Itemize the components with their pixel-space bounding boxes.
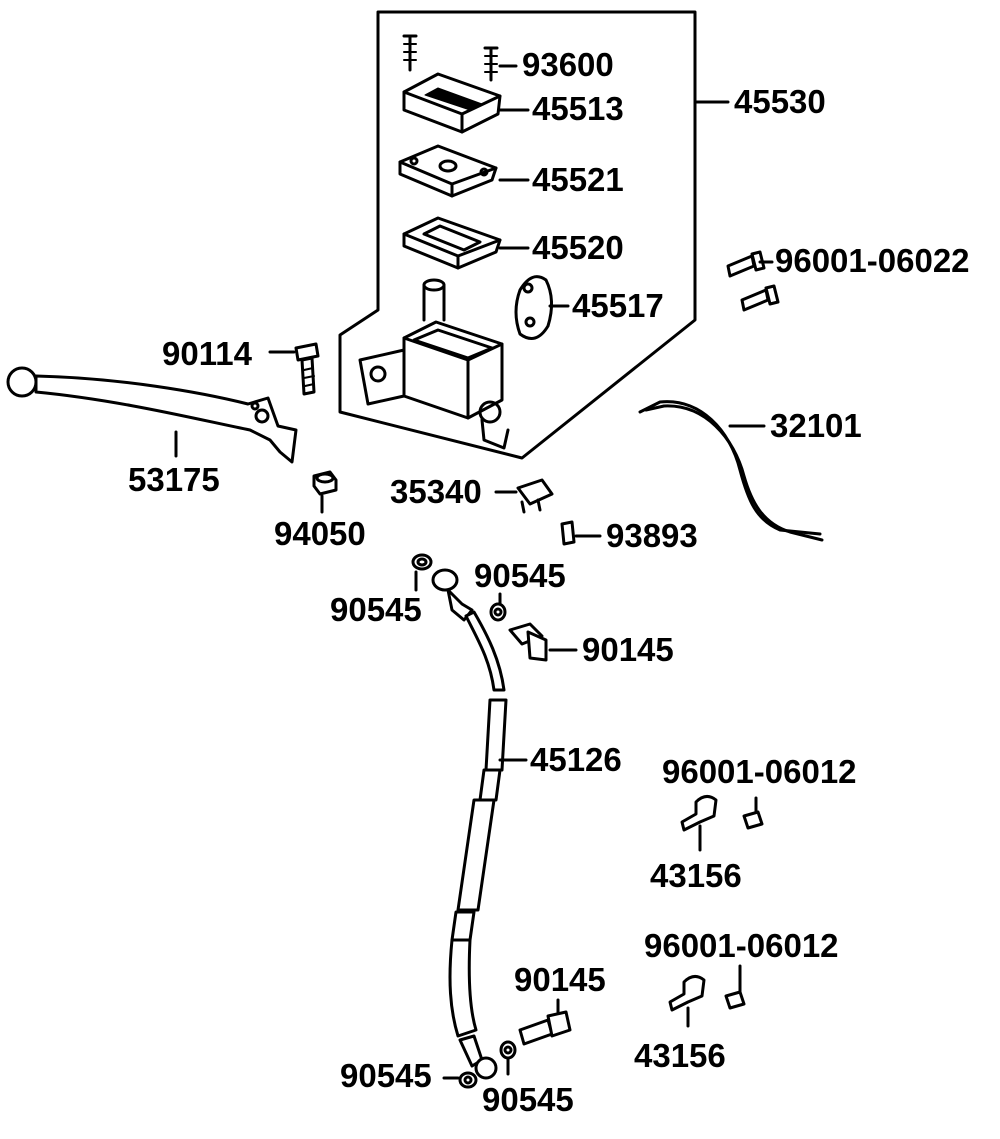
callout-35340: 35340 <box>390 473 482 510</box>
master-cylinder-body <box>358 278 510 450</box>
stop-switch-35340 <box>516 478 554 514</box>
callout-32101: 32101 <box>770 407 862 444</box>
pivot-bolt-90114 <box>294 342 320 396</box>
diaphragm <box>402 216 502 270</box>
screw-93893 <box>560 520 576 546</box>
brake-hose-45126 <box>431 568 508 1080</box>
callout-45530: 45530 <box>734 83 826 120</box>
callout-45517: 45517 <box>572 287 664 324</box>
banjo-bolt-90145-lower <box>518 1010 572 1046</box>
reservoir-cover <box>402 72 502 134</box>
callout-96001-06022: 96001-06022 <box>775 242 970 279</box>
washer-90545-upper <box>411 553 507 622</box>
callout-43156-lower: 43156 <box>634 1037 726 1074</box>
callout-90145-upper: 90145 <box>582 631 674 668</box>
callout-90545-upper-left: 90545 <box>330 591 422 628</box>
clamp-43156-upper <box>680 795 764 832</box>
screw-93600 <box>402 34 499 82</box>
reservoir-plate <box>398 144 498 198</box>
clamp-43156-lower <box>668 975 746 1012</box>
brake-lever <box>6 366 298 464</box>
callout-53175: 53175 <box>128 461 220 498</box>
bolts-96001-06022 <box>726 250 780 312</box>
callout-45126: 45126 <box>530 741 622 778</box>
switch-cable-32101 <box>638 400 824 542</box>
leader-lines <box>174 64 774 1080</box>
callout-90145-lower: 90145 <box>514 961 606 998</box>
callout-45520: 45520 <box>532 229 624 266</box>
callout-90545-upper-right: 90545 <box>474 557 566 594</box>
callout-43156-upper: 43156 <box>650 857 742 894</box>
assembly-frame <box>338 10 697 460</box>
callout-45521: 45521 <box>532 161 624 198</box>
callout-94050: 94050 <box>274 515 366 552</box>
callout-96001-06012-lower: 96001-06012 <box>644 927 839 964</box>
callout-96001-06012-upper: 96001-06012 <box>662 753 857 790</box>
banjo-bolt-90145-upper <box>508 622 548 662</box>
callout-90545-lower-left: 90545 <box>340 1057 432 1094</box>
callout-45513: 45513 <box>532 90 624 127</box>
callout-93893: 93893 <box>606 517 698 554</box>
callout-90114: 90114 <box>162 335 252 372</box>
callout-93600: 93600 <box>522 46 614 83</box>
nut-94050 <box>312 470 338 496</box>
callout-90545-lower-right: 90545 <box>482 1081 574 1118</box>
clamp-45517 <box>514 275 553 340</box>
